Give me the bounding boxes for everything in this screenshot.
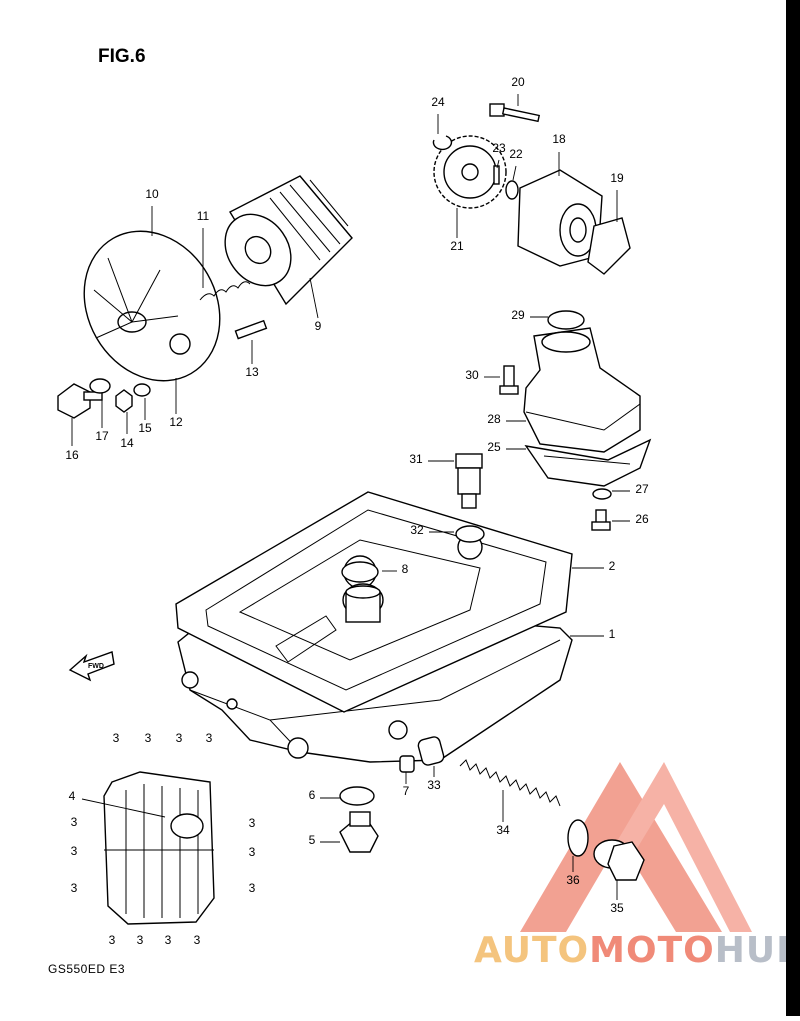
oil-pressure-switch-part: [455, 453, 483, 509]
circlip-part: [432, 135, 453, 151]
callout-c13: 13: [245, 365, 259, 379]
callout-c3c: 3: [176, 731, 183, 745]
filter-spring-part: [199, 281, 251, 301]
callout-c3g: 3: [71, 881, 78, 895]
callout-c27: 27: [635, 482, 649, 496]
leader-lines: [71, 94, 630, 900]
callout-c3d: 3: [206, 731, 213, 745]
callout-c3a: 3: [113, 731, 120, 745]
callout-c3f: 3: [71, 844, 78, 858]
right-border-strip: [786, 0, 800, 1016]
callout-c4: 4: [69, 789, 76, 803]
nut-part: [115, 389, 133, 413]
dowel-pin-part: [399, 755, 415, 773]
callout-c3h: 3: [249, 816, 256, 830]
callout-c3n: 3: [194, 933, 201, 947]
callout-c3j: 3: [249, 881, 256, 895]
callout-c7: 7: [403, 784, 410, 798]
callout-c6: 6: [309, 788, 316, 802]
relief-spring-part: [459, 759, 561, 807]
callout-c2: 2: [609, 559, 616, 573]
callout-c3k: 3: [109, 933, 116, 947]
callout-c21: 21: [450, 239, 464, 253]
model-code: GS550ED E3: [48, 962, 126, 976]
washer-part: [592, 488, 612, 500]
callout-c25: 25: [487, 440, 501, 454]
callout-c8: 8: [402, 562, 409, 576]
oil-filter-part: [224, 175, 353, 306]
filter-cap-part: [83, 230, 221, 382]
stud-bolt-part: [234, 319, 268, 340]
callout-c31: 31: [409, 452, 423, 466]
callout-c23: 23: [492, 141, 506, 155]
washer-part: [505, 180, 519, 200]
callout-c16: 16: [65, 448, 79, 462]
callout-c35: 35: [610, 901, 624, 915]
callout-c12: 12: [169, 415, 183, 429]
gasket-ring-part: [567, 819, 589, 857]
callout-c9: 9: [315, 319, 322, 333]
callout-c33: 33: [427, 778, 441, 792]
callout-c34: 34: [496, 823, 510, 837]
callout-c20: 20: [511, 75, 525, 89]
callout-c29: 29: [511, 308, 525, 322]
pin-part: [493, 165, 500, 185]
watermark-logo-icon: [520, 762, 752, 932]
callout-c15: 15: [138, 421, 152, 435]
drain-plug-part: [339, 811, 379, 853]
oil-pump-gear-part: [433, 135, 507, 209]
plug-part: [417, 736, 445, 766]
figure-title: FIG.6: [98, 46, 146, 67]
callout-c28: 28: [487, 412, 501, 426]
washer-part: [133, 383, 151, 397]
forward-arrow-icon: FWD: [68, 651, 115, 682]
callout-c14: 14: [120, 436, 134, 450]
watermark-auto: AUTO: [474, 930, 590, 971]
o-ring-part: [547, 310, 585, 330]
watermark-moto: MOTO: [589, 930, 715, 971]
pump-gasket-part: [587, 217, 631, 275]
callout-c10: 10: [145, 187, 159, 201]
pan-bottom-view: [103, 771, 215, 925]
strainer-bolt-part: [499, 365, 519, 395]
o-ring-part: [341, 561, 379, 583]
callout-c3m: 3: [165, 933, 172, 947]
washer-part: [339, 786, 375, 806]
watermark-brand: AUTOMOTOHUB: [474, 930, 800, 971]
callout-c30: 30: [465, 368, 479, 382]
callout-c19: 19: [610, 171, 624, 185]
cap-bolt-part: [593, 839, 645, 881]
callout-c3b: 3: [145, 731, 152, 745]
callout-c17: 17: [95, 429, 109, 443]
callout-c5: 5: [309, 833, 316, 847]
svg-text:FWD: FWD: [88, 663, 104, 670]
filter-bolt-part: [57, 383, 103, 419]
callout-c1: 1: [609, 627, 616, 641]
callout-c3l: 3: [137, 933, 144, 947]
pump-bolt-part: [489, 103, 541, 123]
bolt-part: [591, 509, 611, 531]
callout-c3e: 3: [71, 815, 78, 829]
o-ring-part: [455, 525, 485, 543]
callout-c22: 22: [509, 147, 523, 161]
callout-c36: 36: [566, 873, 580, 887]
oil-strainer-screen-part: [524, 438, 652, 487]
o-ring-part: [89, 378, 111, 394]
callout-c18: 18: [552, 132, 566, 146]
watermark-hub: HUB: [714, 930, 800, 971]
callout-c26: 26: [635, 512, 649, 526]
callout-c3i: 3: [249, 845, 256, 859]
oil-strainer-housing-part: [523, 327, 641, 453]
callout-c11: 11: [197, 209, 210, 223]
callout-c24: 24: [431, 95, 445, 109]
callout-c32: 32: [410, 523, 424, 537]
